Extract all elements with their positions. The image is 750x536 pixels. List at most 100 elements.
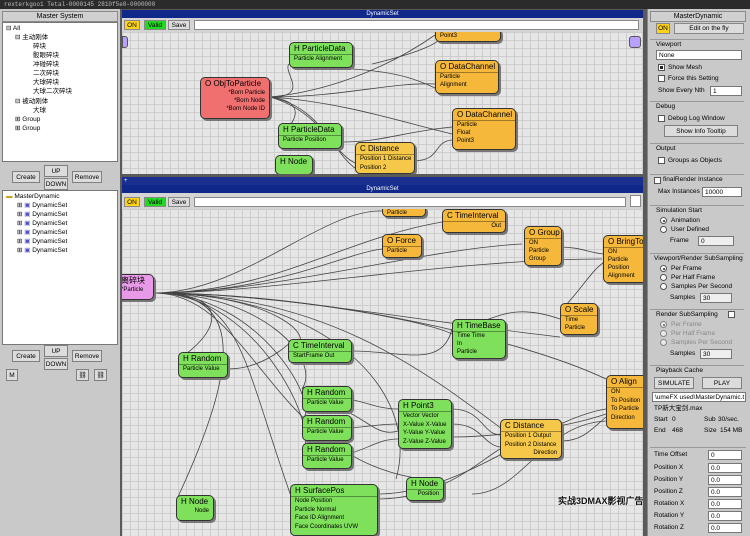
particledata-node[interactable]: H ParticleData Particle Alignment — [289, 42, 353, 68]
position-y-input[interactable]: 0.0 — [708, 475, 742, 485]
per-frame-radio[interactable] — [660, 265, 667, 272]
samples-input[interactable]: 30 — [700, 293, 732, 303]
user-defined-radio[interactable] — [660, 226, 667, 233]
random-node-2[interactable]: H Random Particle Value — [302, 386, 352, 412]
tree-item[interactable]: 大球二次碎块 — [33, 88, 72, 95]
down-button[interactable]: DOWN — [44, 178, 68, 190]
particledata-node-2[interactable]: H ParticleData Particle Position — [278, 123, 342, 149]
expand-icon[interactable]: ⊞ — [17, 229, 23, 236]
time-offset-input[interactable]: 0 — [708, 450, 742, 460]
max-instances-input[interactable]: 10000 — [702, 187, 742, 197]
timeinterval-node[interactable]: C TimeInterval Out — [442, 209, 506, 233]
debug-log-checkbox[interactable] — [658, 115, 665, 122]
save-button-2[interactable]: Save — [168, 197, 190, 207]
tree-item[interactable]: 碎块 — [33, 43, 46, 50]
point3-port-node[interactable]: Point3 — [435, 32, 501, 42]
tree-item-dynamicset[interactable]: ⊞ ▣ DynamicSet — [17, 247, 68, 254]
rotation-z-input[interactable]: 0.0 — [708, 523, 742, 533]
show-info-tooltip-button[interactable]: Show Info Tooltip — [664, 125, 738, 137]
position-z-input[interactable]: 0.0 — [708, 487, 742, 497]
cache-path-field[interactable]: \umeFX used\MasterDynamic.t — [652, 392, 746, 402]
tree-item[interactable]: 大球 — [33, 107, 46, 114]
random-node[interactable]: H Random Particle Value — [178, 352, 228, 378]
expand-icon[interactable]: ⊞ — [17, 211, 23, 218]
show-mesh-checkbox[interactable] — [658, 64, 665, 71]
tree-item-dynamicset[interactable]: ⊞ ▣ DynamicSet — [17, 202, 68, 209]
position-x-input[interactable]: 0.0 — [708, 463, 742, 473]
expand-icon[interactable]: ⊞ — [17, 202, 23, 209]
expand-icon[interactable]: ⊟ — [15, 98, 21, 105]
graph-name-field-2[interactable] — [194, 197, 626, 207]
simulate-button[interactable]: SIMULATE — [654, 377, 694, 389]
on-button[interactable]: ON — [124, 20, 140, 30]
expand-icon[interactable]: ⊞ — [15, 116, 21, 123]
expand-icon[interactable]: ⊞ — [15, 125, 21, 132]
node-node-2[interactable]: H Node Node — [176, 495, 214, 521]
objtoparticle-node[interactable]: O ObjToParticle *Born Particle *Born Nod… — [200, 77, 270, 119]
collapse-toggle[interactable]: + — [124, 178, 128, 184]
tree-item[interactable]: 二次碎块 — [33, 70, 59, 77]
edit-on-the-fly-button[interactable]: Edit on the fly — [674, 23, 744, 34]
minimap-icon[interactable] — [630, 195, 641, 207]
tree-item-masterdynamic[interactable]: ▬ MasterDynamic — [6, 193, 60, 200]
tree-item[interactable]: 骰眼碎块 — [33, 52, 59, 59]
tree-item-dynamicset[interactable]: ⊞ ▣ DynamicSet — [17, 238, 68, 245]
particle-port-node[interactable]: Particle — [382, 209, 426, 217]
force-node[interactable]: O Force Particle — [382, 234, 422, 258]
scroll-handle-right[interactable] — [629, 36, 641, 48]
down-button-2[interactable]: DOWN — [44, 358, 68, 370]
datachannel-node-2[interactable]: O DataChannel Particle Float Point3 — [452, 108, 516, 150]
point3-node[interactable]: H Point3 Vector Vector X-Value X-Value Y… — [398, 399, 452, 449]
link-icon-button[interactable]: ⛓ — [76, 369, 89, 381]
play-button[interactable]: PLAY — [702, 377, 742, 389]
final-render-checkbox[interactable] — [654, 177, 661, 184]
datachannel-node[interactable]: O DataChannel Particle Alignment — [435, 60, 499, 94]
remove-button[interactable]: Remove — [72, 171, 102, 183]
render-per-half-frame-radio[interactable] — [660, 330, 667, 337]
tree-item[interactable]: ⊟ 主动刚体 — [15, 34, 49, 41]
rotation-y-input[interactable]: 0.0 — [708, 511, 742, 521]
distance-node[interactable]: C Distance Position 1 Distance Position … — [355, 142, 415, 174]
master-system-tree[interactable]: ⊟ All ⊟ 主动刚体 碎块 骰眼碎块 冲碰碎块 二次碎块 大球碎块 大球二次… — [2, 22, 118, 162]
tree-item-all[interactable]: ⊟ All — [6, 25, 21, 32]
distance-node-2[interactable]: C Distance Position 1 Output Position 2 … — [500, 419, 562, 459]
tree-item-dynamicset[interactable]: ⊞ ▣ DynamicSet — [17, 211, 68, 218]
rotation-x-input[interactable]: 0.0 — [708, 499, 742, 509]
expand-icon[interactable]: ⊟ — [6, 25, 12, 32]
viewport-dropdown[interactable]: None — [656, 50, 742, 60]
frame-input[interactable]: 0 — [698, 236, 734, 246]
suikuai-node[interactable]: 离碎块 *Particle — [122, 274, 154, 300]
node-node-3[interactable]: H Node Position — [406, 477, 444, 501]
scale-node[interactable]: O Scale Time Particle — [560, 303, 598, 335]
on-button-2[interactable]: ON — [124, 197, 140, 207]
align-node[interactable]: O Align ON To Position To Particle Direc… — [606, 375, 643, 429]
tree-item[interactable]: 大球碎块 — [33, 79, 59, 86]
m-button[interactable]: M — [6, 369, 18, 381]
up-button-2[interactable]: UP — [44, 345, 68, 357]
remove-button-2[interactable]: Remove — [72, 350, 102, 362]
on-toggle-button[interactable]: ON — [656, 23, 670, 34]
timebase-node[interactable]: H TimeBase Time Time In Particle — [452, 319, 506, 359]
render-samples-per-second-radio[interactable] — [660, 339, 667, 346]
render-samples-input[interactable]: 30 — [700, 349, 732, 359]
bringto-node[interactable]: O BringTo ON Particle Position Alignment — [603, 235, 643, 283]
graph-bottom-canvas[interactable]: Particle C TimeInterval Out O Group ON P… — [122, 209, 643, 536]
save-button[interactable]: Save — [168, 20, 190, 30]
create-button[interactable]: Create — [12, 171, 40, 183]
force-setting-checkbox[interactable] — [658, 75, 665, 82]
tree-item-dynamicset[interactable]: ⊞ ▣ DynamicSet — [17, 229, 68, 236]
unlink-icon-button[interactable]: ⛓ — [94, 369, 107, 381]
timeinterval-node-2[interactable]: C TimeInterval StartFrame Out — [288, 339, 352, 363]
render-per-frame-radio[interactable] — [660, 321, 667, 328]
group-node[interactable]: O Group ON Particle Group — [524, 226, 562, 266]
tree-item[interactable]: ⊟ 被动刚体 — [15, 98, 49, 105]
valid-button-2[interactable]: Valid — [144, 197, 166, 207]
per-half-frame-radio[interactable] — [660, 274, 667, 281]
random-node-3[interactable]: H Random Particle Value — [302, 415, 352, 441]
tree-item-dynamicset[interactable]: ⊞ ▣ DynamicSet — [17, 220, 68, 227]
expand-icon[interactable]: ⊞ — [17, 220, 23, 227]
groups-as-objects-checkbox[interactable] — [658, 157, 665, 164]
surfacepos-node[interactable]: H SurfacePos Node Position Particle Norm… — [290, 484, 378, 536]
graph-top-canvas[interactable]: H ParticleData Particle Alignment Point3… — [122, 32, 643, 174]
tree-item[interactable]: ⊞ Group — [15, 116, 41, 123]
